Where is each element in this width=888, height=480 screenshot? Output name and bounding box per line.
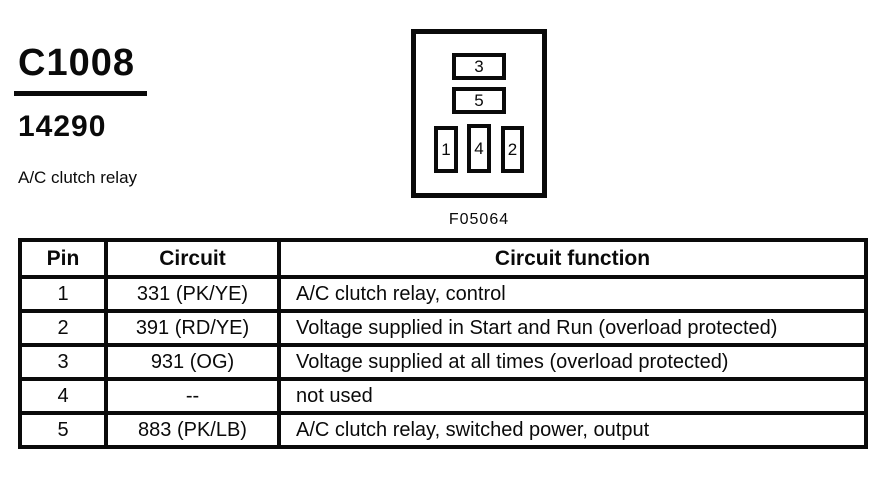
connector-description: A/C clutch relay xyxy=(18,168,138,187)
circuit-cell: -- xyxy=(104,377,281,415)
pinout-table: Pin Circuit Circuit function 1 331 (PK/Y… xyxy=(18,238,868,449)
table-row-pin-5: 5 883 (PK/LB) A/C clutch relay, switched… xyxy=(18,411,868,449)
table-header-row: Pin Circuit Circuit function xyxy=(18,238,868,279)
circuit-function-cell: Voltage supplied at all times (overload … xyxy=(277,343,868,381)
pin-cell: 3 xyxy=(18,343,108,381)
cavity-label: 3 xyxy=(474,56,484,76)
connector-diagram: 3 5 1 4 2 xyxy=(411,29,547,198)
column-header-circuit-function: Circuit function xyxy=(277,238,868,279)
cavity-label: 2 xyxy=(507,139,518,159)
circuit-cell: 391 (RD/YE) xyxy=(104,309,281,347)
connector-cavity-2: 2 xyxy=(501,126,524,173)
pin-cell: 4 xyxy=(18,377,108,415)
table-row-pin-1: 1 331 (PK/YE) A/C clutch relay, control xyxy=(18,275,868,313)
pin-cell: 5 xyxy=(18,411,108,449)
circuit-function-cell: A/C clutch relay, control xyxy=(277,275,868,313)
connector-cavity-4: 4 xyxy=(467,124,491,173)
column-header-circuit: Circuit xyxy=(104,238,281,279)
cavity-label: 1 xyxy=(441,139,451,159)
circuit-function-cell: A/C clutch relay, switched power, output xyxy=(277,411,868,449)
circuit-function-cell: Voltage supplied in Start and Run (overl… xyxy=(277,309,868,347)
connector-cavity-5: 5 xyxy=(452,87,506,114)
table-row-pin-3: 3 931 (OG) Voltage supplied at all times… xyxy=(18,343,868,381)
table-row-pin-4: 4 -- not used xyxy=(18,377,868,415)
connector-id-title: C1008 xyxy=(14,44,147,96)
title-block: C1008 14290 A/C clutch relay xyxy=(14,44,147,188)
figure-label: F05064 xyxy=(448,211,510,228)
circuit-function-cell: not used xyxy=(277,377,868,415)
cavity-label: 5 xyxy=(474,90,484,110)
pin-cell: 1 xyxy=(18,275,108,313)
circuit-cell: 331 (PK/YE) xyxy=(104,275,281,313)
connector-cavity-1: 1 xyxy=(434,126,458,173)
cavity-label: 4 xyxy=(474,138,484,158)
part-number: 14290 xyxy=(18,110,107,143)
pin-cell: 2 xyxy=(18,309,108,347)
circuit-cell: 931 (OG) xyxy=(104,343,281,381)
circuit-cell: 883 (PK/LB) xyxy=(104,411,281,449)
table-row-pin-2: 2 391 (RD/YE) Voltage supplied in Start … xyxy=(18,309,868,347)
connector-cavity-3: 3 xyxy=(452,53,506,80)
column-header-pin: Pin xyxy=(18,238,108,279)
